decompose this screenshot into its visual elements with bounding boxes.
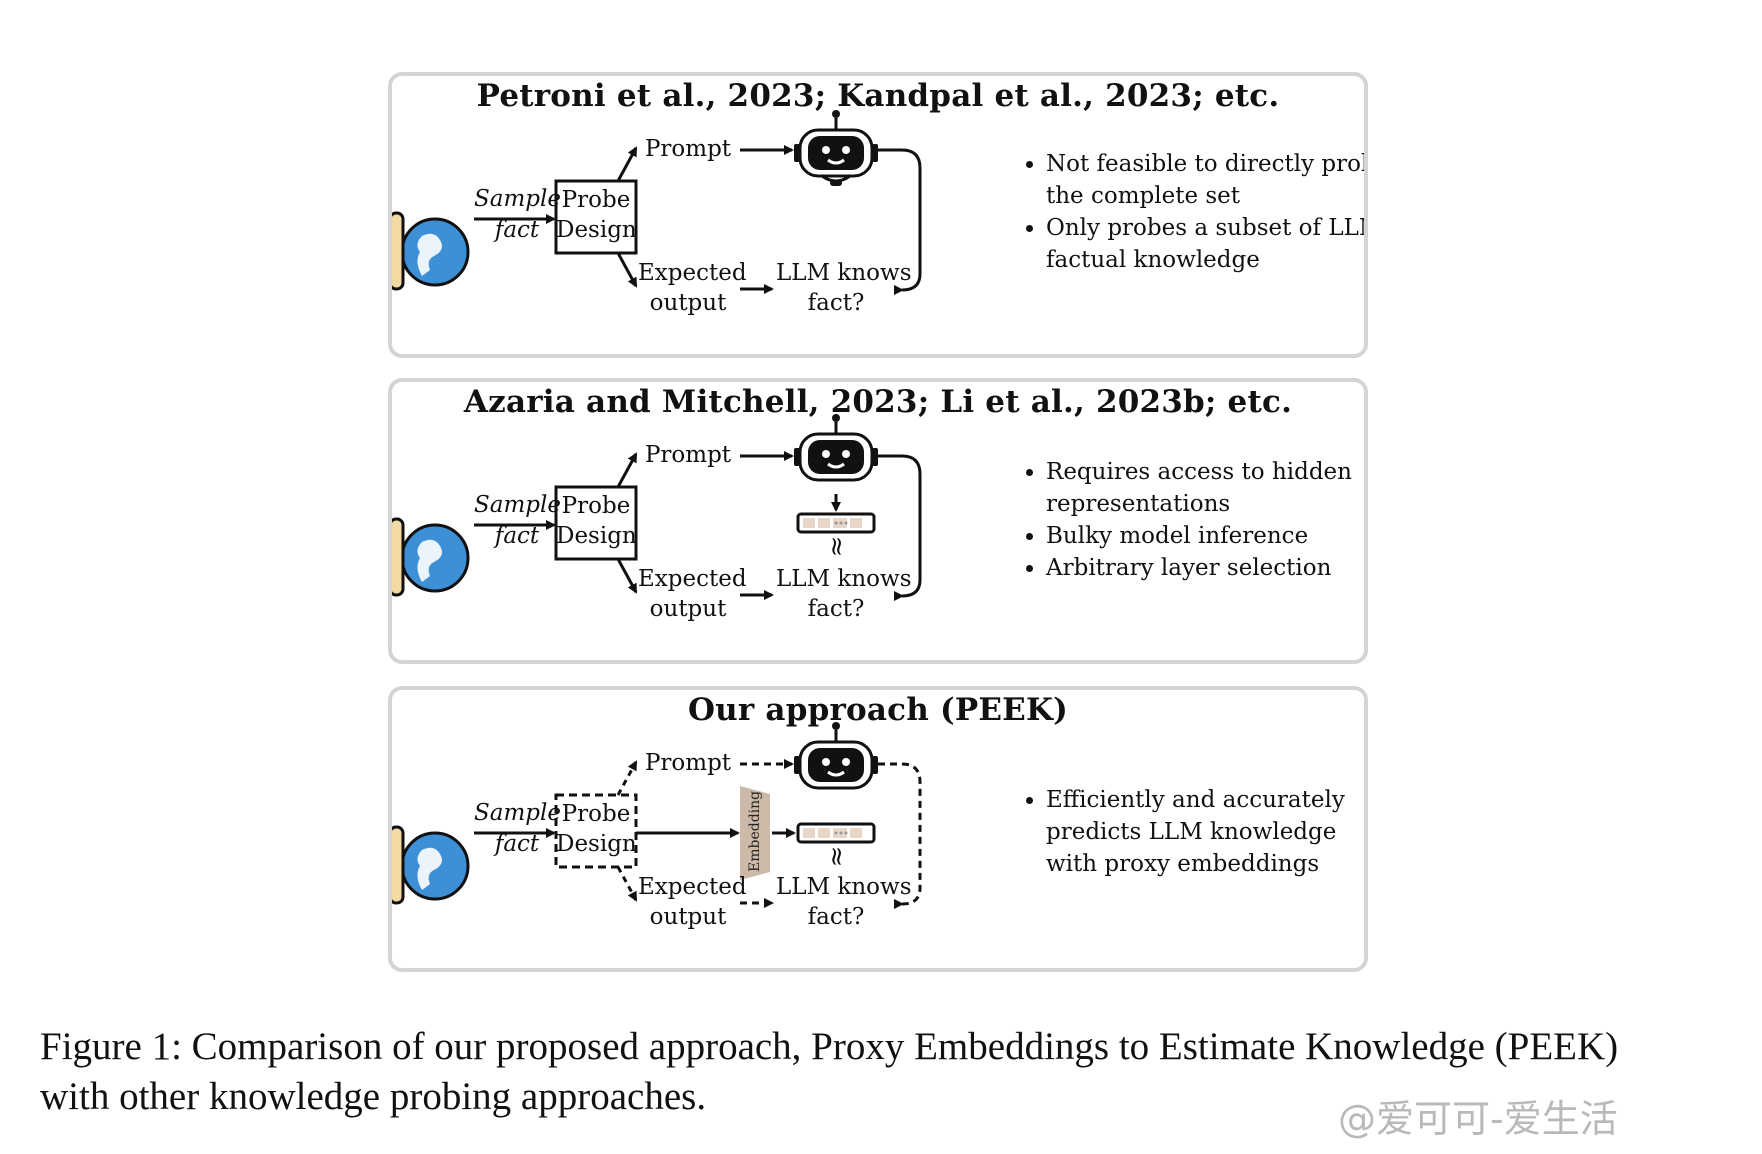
panel-title: Our approach (PEEK) bbox=[687, 692, 1069, 728]
sample-label: Sample bbox=[474, 800, 561, 826]
panel-3-diagram bbox=[392, 722, 922, 909]
panel-3-bullets: Efficiently and accurately predicts LLM … bbox=[1012, 784, 1364, 880]
bullet-item: Requires access to hidden representation… bbox=[1046, 456, 1364, 520]
panel-1-diagram bbox=[392, 110, 922, 295]
expected-label: Expected bbox=[638, 260, 747, 286]
fact-label: fact bbox=[494, 523, 540, 549]
robot-icon bbox=[794, 414, 878, 482]
books-globe-icon bbox=[392, 517, 470, 597]
fact-label: fact bbox=[494, 831, 540, 857]
bullet-item: Arbitrary layer selection bbox=[1046, 552, 1364, 584]
caption-line-1: Figure 1: Comparison of our proposed app… bbox=[40, 1025, 1619, 1068]
bullet-item: Bulky model inference bbox=[1046, 520, 1364, 552]
bullet-item: Not feasible to directly probe the compl… bbox=[1046, 148, 1364, 212]
panel-1-bullets: Not feasible to directly probe the compl… bbox=[1012, 148, 1364, 276]
vector-icon bbox=[796, 822, 876, 844]
embedding-icon bbox=[740, 786, 770, 880]
vector-icon bbox=[796, 512, 876, 534]
figure-caption: Figure 1: Comparison of our proposed app… bbox=[40, 1022, 1740, 1122]
llm-knows-label: LLM knows bbox=[776, 260, 912, 286]
llm-knows-label: LLM knows bbox=[776, 566, 912, 592]
robot-icon bbox=[794, 722, 878, 790]
llm-knows-label: LLM knows bbox=[776, 874, 912, 900]
fact-question-label: fact? bbox=[807, 290, 865, 316]
output-label: output bbox=[649, 290, 727, 316]
output-label: output bbox=[649, 904, 727, 930]
robot-icon bbox=[794, 110, 878, 186]
design-label: Design bbox=[556, 523, 637, 549]
fact-label: fact bbox=[494, 217, 540, 243]
probe-design-box bbox=[554, 179, 638, 255]
prompt-label: Prompt bbox=[644, 750, 732, 776]
probe-label: Probe bbox=[561, 187, 631, 213]
books-globe-icon bbox=[392, 825, 470, 905]
fact-question-label: fact? bbox=[807, 596, 865, 622]
panel-title: Azaria and Mitchell, 2023; Li et al., 20… bbox=[463, 384, 1293, 420]
probe-label: Probe bbox=[561, 493, 631, 519]
approx-icon: ≈ bbox=[821, 535, 852, 558]
expected-label: Expected bbox=[638, 566, 747, 592]
embedding-label: Embedding bbox=[747, 790, 763, 872]
caption-line-2: with other knowledge probing approaches. bbox=[40, 1075, 707, 1118]
watermark: @爱可可-爱生活 bbox=[1338, 1097, 1618, 1141]
panel-3: Our approach (PEEK) bbox=[388, 686, 1368, 972]
bullet-item: Efficiently and accurately predicts LLM … bbox=[1046, 784, 1364, 880]
prompt-label: Prompt bbox=[644, 136, 732, 162]
books-globe-icon bbox=[392, 211, 470, 291]
sample-label: Sample bbox=[474, 186, 561, 212]
expected-label: Expected bbox=[638, 874, 747, 900]
sample-label: Sample bbox=[474, 492, 561, 518]
panel-2-bullets: Requires access to hidden representation… bbox=[1012, 456, 1364, 584]
design-label: Design bbox=[556, 831, 637, 857]
panel-title: Petroni et al., 2023; Kandpal et al., 20… bbox=[476, 78, 1280, 114]
prompt-label: Prompt bbox=[644, 442, 732, 468]
panel-2: Azaria and Mitchell, 2023; Li et al., 20… bbox=[388, 378, 1368, 664]
panel-2-diagram bbox=[392, 414, 922, 601]
design-label: Design bbox=[556, 217, 637, 243]
panel-1: Petroni et al., 2023; Kandpal et al., 20… bbox=[388, 72, 1368, 358]
probe-label: Probe bbox=[561, 801, 631, 827]
probe-design-box bbox=[554, 485, 638, 561]
fact-question-label: fact? bbox=[807, 904, 865, 930]
bullet-item: Only probes a subset of LLM factual know… bbox=[1046, 212, 1364, 276]
probe-design-box bbox=[554, 793, 638, 869]
output-label: output bbox=[649, 596, 727, 622]
